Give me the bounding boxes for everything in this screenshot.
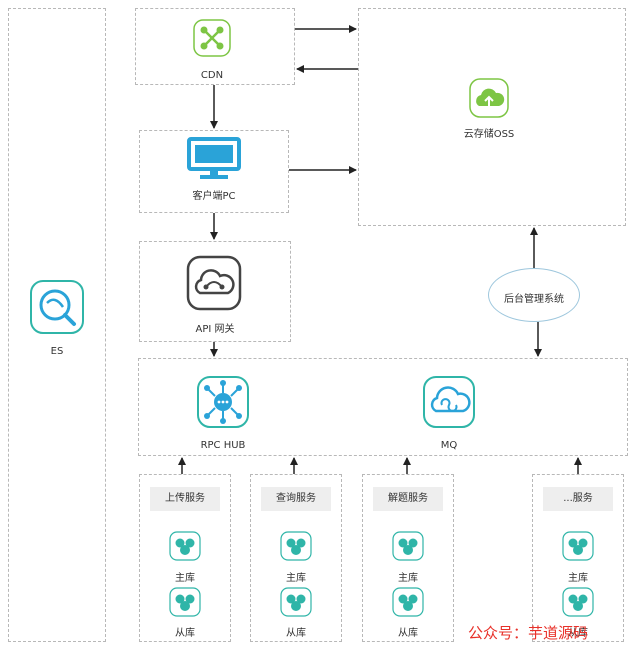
gateway-cloud-icon (186, 255, 242, 315)
service-title: 查询服务 (261, 487, 331, 511)
mq-label: MQ (440, 440, 458, 451)
slave-db-icon (280, 587, 312, 617)
slave-db-icon (392, 587, 424, 617)
master-db-label: 主库 (398, 573, 418, 584)
cdn-label: CDN (200, 70, 224, 81)
es-label: ES (50, 346, 64, 357)
service-box: 查询服务主库从库 (250, 474, 342, 642)
slave-db-label: 从库 (568, 628, 588, 639)
rpc-hub-icon (196, 375, 250, 433)
service-box: ...服务主库从库 (532, 474, 624, 642)
master-db-label: 主库 (568, 573, 588, 584)
service-title: 上传服务 (150, 487, 220, 511)
mq-icon (422, 375, 476, 433)
watermark: 公众号：芋道源码 (468, 624, 589, 642)
slave-db-label: 从库 (286, 628, 306, 639)
cdn-network-icon (193, 19, 231, 61)
master-db-label: 主库 (175, 573, 195, 584)
admin-system-oval (488, 268, 580, 322)
slave-db-icon (562, 587, 594, 617)
master-db-icon (280, 531, 312, 561)
slave-db-label: 从库 (175, 628, 195, 639)
slave-db-icon (169, 587, 201, 617)
client-pc-label: 客户端PC (192, 191, 236, 202)
master-db-icon (392, 531, 424, 561)
service-title: 解题服务 (373, 487, 443, 511)
service-box: 上传服务主库从库 (139, 474, 231, 642)
service-box: 解题服务主库从库 (362, 474, 454, 642)
master-db-icon (169, 531, 201, 561)
rpc-hub-label: RPC HUB (200, 440, 246, 451)
es-search-icon (29, 279, 85, 339)
service-title: ...服务 (543, 487, 613, 511)
master-db-icon (562, 531, 594, 561)
oss-label: 云存储OSS (463, 129, 515, 140)
admin-system-label: 后台管理系统 (504, 294, 564, 305)
api-gateway-label: API 网关 (195, 324, 235, 335)
master-db-label: 主库 (286, 573, 306, 584)
slave-db-label: 从库 (398, 628, 418, 639)
cloud-upload-icon (469, 78, 509, 122)
monitor-icon (186, 137, 242, 185)
